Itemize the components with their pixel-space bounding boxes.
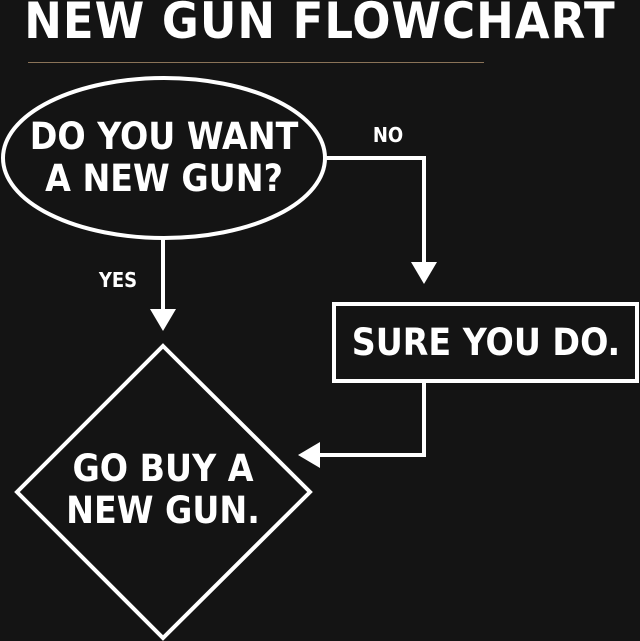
buy-diamond bbox=[14, 343, 313, 641]
question-line-2: A NEW GUN? bbox=[45, 157, 283, 200]
question-line-1: DO YOU WANT bbox=[29, 115, 299, 158]
loop-arrow-head-icon bbox=[298, 442, 320, 468]
no-edge-label: NO bbox=[372, 123, 404, 147]
page-title: NEW GUN FLOWCHART bbox=[24, 0, 616, 50]
buy-node-text: GO BUY A NEW GUN. bbox=[40, 448, 286, 532]
question-node-text: DO YOU WANT A NEW GUN? bbox=[4, 116, 324, 200]
buy-line-1: GO BUY A bbox=[72, 447, 254, 490]
sure-node-text: SURE YOU DO. bbox=[351, 321, 621, 364]
title-underline bbox=[28, 62, 484, 63]
yes-edge-label: YES bbox=[98, 268, 138, 292]
no-connector-line bbox=[325, 156, 426, 266]
loop-connector-line bbox=[318, 381, 426, 457]
yes-arrow-head-icon bbox=[150, 309, 176, 331]
no-arrow-head-icon bbox=[411, 262, 437, 284]
sure-box bbox=[332, 302, 639, 383]
buy-line-2: NEW GUN. bbox=[66, 489, 260, 532]
